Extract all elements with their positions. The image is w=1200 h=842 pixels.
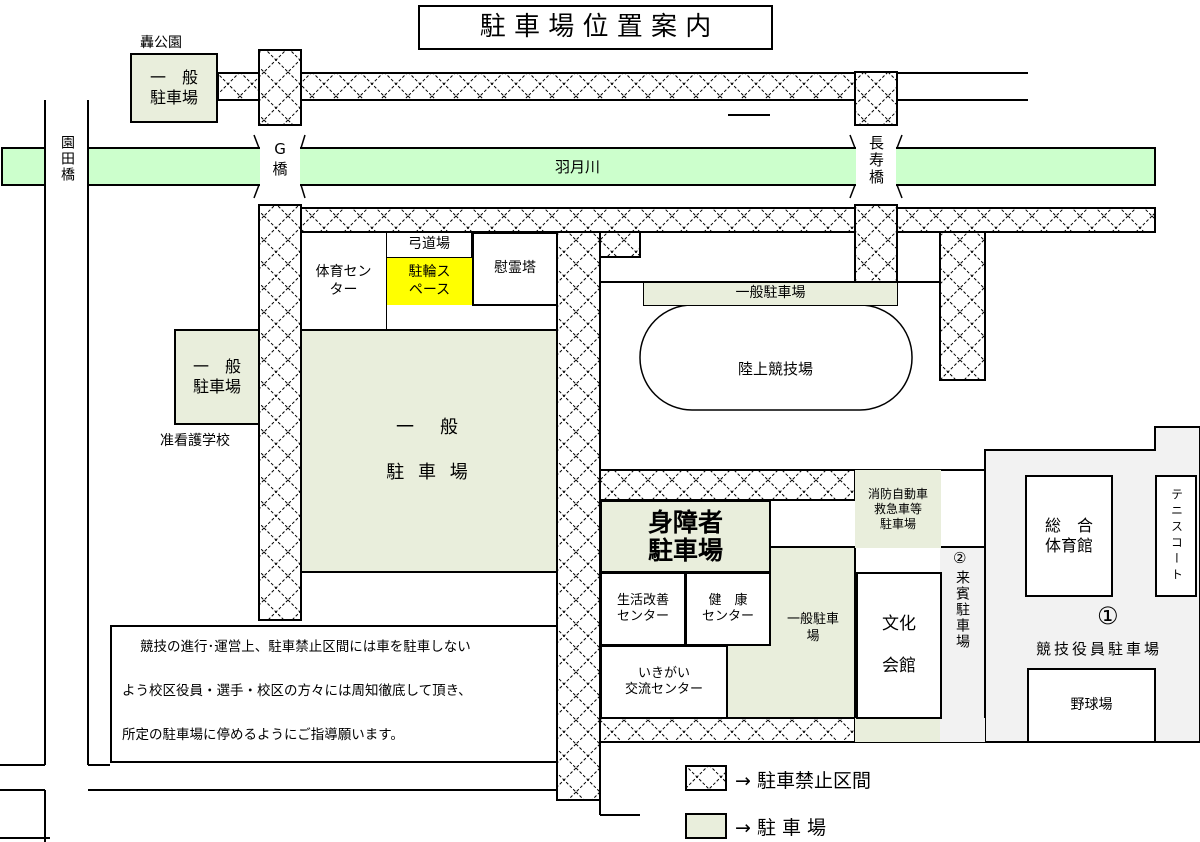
page-title: 駐 車 場 位 置 案 内 bbox=[418, 5, 773, 50]
river bbox=[1, 147, 1156, 186]
left-general-parking: 一 般 駐車場 bbox=[174, 329, 260, 425]
tennis-court-label: テニスコート bbox=[1169, 488, 1184, 584]
tennis-court: テニスコート bbox=[1155, 475, 1197, 597]
choju-bridge-label: 長寿橋 bbox=[867, 135, 885, 186]
g-bridge-label: G 橋 bbox=[272, 140, 288, 178]
guest-parking-label: 来賓駐車場 bbox=[954, 570, 970, 650]
notice-box: 競技の進行･運営上、駐車禁止区間には車を駐車しない よう校区役員・選手・校区の方… bbox=[110, 625, 558, 763]
hatch-legend-icon bbox=[685, 765, 727, 791]
track-label: 陸上競技場 bbox=[738, 360, 814, 378]
health-center: 健 康 センター bbox=[685, 572, 771, 646]
bicycle-space: 駐輪ス ペース bbox=[387, 258, 472, 305]
general-gymnasium: 総 合 体育館 bbox=[1025, 475, 1113, 597]
notice-line: 所定の駐車場に停めるようにご指導願います。 bbox=[122, 727, 404, 743]
todoroki-parking: 一 般 駐車場 bbox=[130, 53, 218, 123]
parking-legend-icon bbox=[685, 813, 727, 839]
central-general-parking: 一 般 駐 車 場 bbox=[300, 329, 558, 573]
ireito-memorial: 慰霊塔 bbox=[472, 232, 558, 306]
river-label: 羽月川 bbox=[555, 158, 601, 176]
emergency-vehicle-parking: 消防自動車 救急車等 駐車場 bbox=[855, 470, 941, 548]
sports-center: 体育セン ター bbox=[301, 232, 387, 330]
nursing-school-label: 准看護学校 bbox=[160, 433, 230, 449]
todoroki-park-label: 轟公園 bbox=[140, 35, 182, 51]
legend-no-parking-label: → 駐車禁止区間 bbox=[735, 770, 871, 792]
official-parking-label: 競技役員駐車場 bbox=[1036, 640, 1163, 658]
no-parking-zones bbox=[217, 49, 1156, 801]
track-general-parking: 一般駐車場 bbox=[643, 282, 898, 306]
general-parking-2-label: 一般駐車 場 bbox=[786, 612, 839, 644]
sonoda-bridge-label: 園田橋 bbox=[57, 135, 77, 183]
kyudojo: 弓道場 bbox=[386, 232, 472, 258]
notice-line: よう校区役員・選手・校区の方々には周知徹底して頂き、 bbox=[122, 683, 472, 699]
culture-hall: 文化 会館 bbox=[856, 572, 942, 719]
baseball-field: 野球場 bbox=[1027, 668, 1156, 743]
life-improvement-center: 生活改善 センター bbox=[600, 572, 686, 646]
guest-parking-number: ② bbox=[953, 549, 967, 567]
official-parking-number: ① bbox=[1097, 602, 1119, 630]
legend-parking-label: → 駐 車 場 bbox=[735, 817, 827, 839]
notice-line: 競技の進行･運営上、駐車禁止区間には車を駐車しない bbox=[140, 639, 471, 655]
ikigai-exchange-center: いきがい 交流センター bbox=[600, 645, 728, 719]
disabled-parking: 身障者 駐車場 bbox=[600, 500, 771, 573]
